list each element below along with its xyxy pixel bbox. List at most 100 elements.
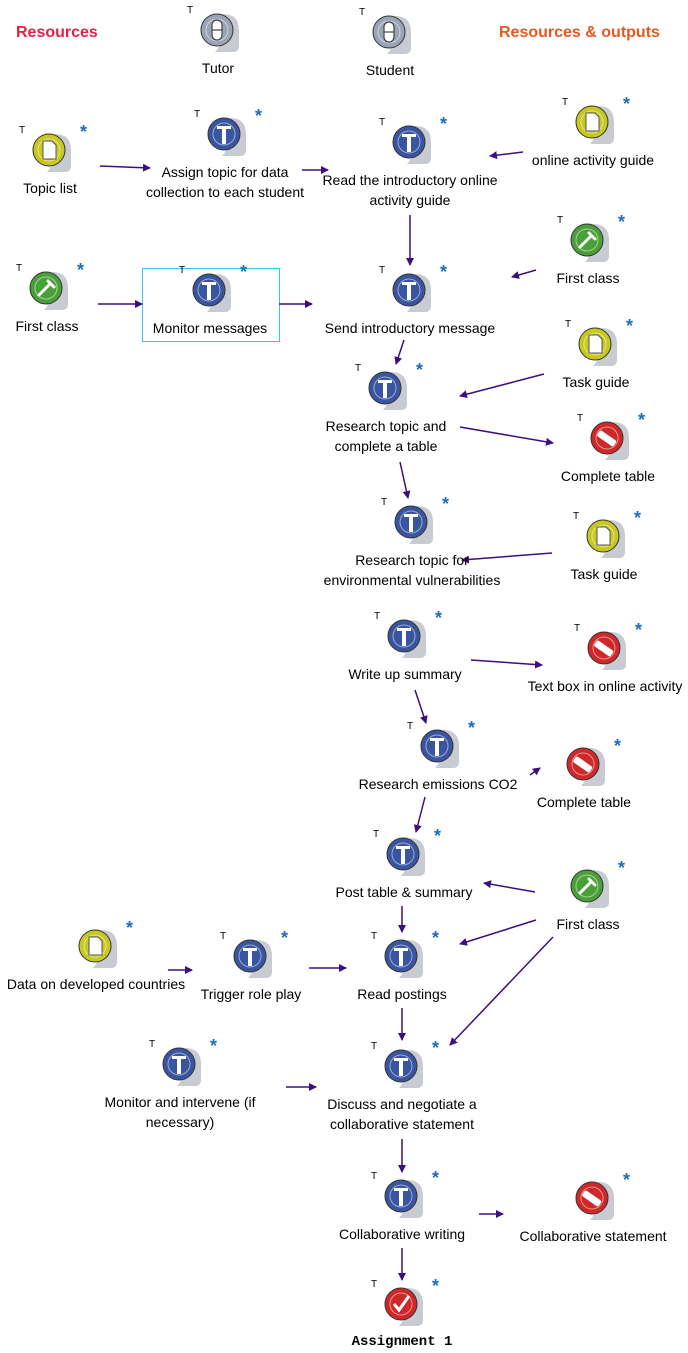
teacher-icon[interactable]: T* [355,360,423,412]
node-label: Complete table [560,468,656,484]
document-icon[interactable]: T* [19,122,87,174]
node-read-guide[interactable]: T*Read the introductory online activity … [320,114,500,210]
node-label: Task guide [562,374,630,390]
teacher-icon[interactable]: T* [220,928,288,980]
teacher-icon[interactable]: T* [379,262,447,314]
teacher-icon[interactable]: T* [371,1038,439,1090]
star-icon: * [76,260,84,280]
type-marker: T [562,97,569,108]
node-first-class-top[interactable]: T* First class [498,212,678,288]
node-task-guide-2[interactable]: T*Task guide [514,508,688,584]
node-research-table[interactable]: T*Research topic and complete a table [296,360,476,456]
tool-icon[interactable]: T* [557,212,625,264]
node-collab-writing[interactable]: T*Collaborative writing [312,1168,492,1244]
type-marker: T [379,117,386,128]
node-assign-topic[interactable]: T*Assign topic for data collection to ea… [135,106,315,202]
output-icon[interactable]: T* [574,620,642,672]
teacher-icon[interactable]: T* [381,494,449,546]
star-icon: * [431,928,439,948]
node-collab-statement[interactable]: * Collaborative statement [503,1170,683,1246]
node-send-intro[interactable]: T*Send introductory message [320,262,500,338]
assessment-icon[interactable]: T* [371,1276,439,1328]
arrow [414,689,428,724]
star-icon: * [439,114,447,134]
node-discuss[interactable]: T*Discuss and negotiate a collaborative … [312,1038,492,1134]
type-marker: T [371,931,378,942]
document-icon[interactable]: * [73,918,133,970]
node-first-class-left[interactable]: T* First class [0,260,137,336]
node-topic-list[interactable]: T*Topic list [0,122,140,198]
star-icon: * [622,94,630,114]
document-icon[interactable]: T* [565,316,633,368]
node-label: Student [365,62,415,78]
star-icon: * [125,918,133,938]
type-marker: T [373,829,380,840]
node-label: Text box in online activity [527,678,683,694]
type-marker: T [371,1171,378,1182]
node-data-developed[interactable]: *Data on developed countries [6,918,186,994]
node-online-guide[interactable]: T*online activity guide [503,94,683,170]
tool-icon[interactable]: T* [16,260,84,312]
teacher-icon[interactable]: T* [371,928,439,980]
tool-icon[interactable]: * [565,858,625,910]
teacher-icon[interactable]: T* [373,826,441,878]
teacher-icon[interactable]: T* [374,608,442,660]
node-monitor-messages[interactable]: T*Monitor messages [120,262,300,338]
arrow [511,269,537,279]
arrow [399,461,411,499]
output-icon[interactable]: * [570,1170,630,1222]
node-label: Research topic for environmental vulnera… [323,552,501,588]
node-student[interactable]: T Student [300,7,480,80]
node-research-env[interactable]: T* Research topic for environmental vulne… [322,494,502,590]
arrow [461,552,553,564]
node-label: Collaborative statement [519,1228,667,1244]
type-marker: T [220,931,227,942]
node-first-class-mid[interactable]: *First class [498,858,678,934]
teacher-icon[interactable]: T* [379,114,447,166]
type-marker: T [371,1279,378,1290]
node-label: Collaborative writing [338,1226,466,1242]
teacher-icon[interactable]: T* [179,262,247,314]
star-icon: * [280,928,288,948]
type-marker: T [574,623,581,634]
node-text-box[interactable]: T* Text box in online activity [515,620,688,696]
node-assignment-1[interactable]: T*Assignment 1 [312,1276,492,1352]
star-icon: * [239,262,247,282]
node-task-guide-1[interactable]: T* Task guide [506,316,686,392]
node-label: First class [556,270,620,286]
teacher-icon[interactable]: T* [407,718,475,770]
star-icon: * [617,212,625,232]
output-icon[interactable]: T* [577,410,645,462]
node-complete-table-2[interactable]: *Complete table [494,736,674,812]
node-post-table[interactable]: T*Post table & summary [314,826,494,902]
node-write-summary[interactable]: T* Write up summary [315,608,495,684]
star-icon: * [441,494,449,514]
role-icon[interactable]: T [359,7,413,56]
node-label: First class [15,318,79,334]
output-icon[interactable]: * [561,736,621,788]
node-trigger-role[interactable]: T*Trigger role play [161,928,341,1004]
node-label: Write up summary [348,666,462,682]
star-icon: * [431,1168,439,1188]
node-label: online activity guide [531,152,655,168]
teacher-icon[interactable]: T* [194,106,262,158]
node-research-co2[interactable]: T* Research emissions CO2 [348,718,528,794]
role-icon[interactable]: T [187,5,241,54]
star-icon: * [625,316,633,336]
node-read-postings[interactable]: T*Read postings [312,928,492,1004]
arrow [99,163,151,172]
type-marker: T [359,7,366,18]
teacher-icon[interactable]: T* [149,1036,217,1088]
header-resources-outputs: Resources & outputs [499,24,660,41]
teacher-icon[interactable]: T* [371,1168,439,1220]
arrow [413,796,426,833]
document-icon[interactable]: T* [573,508,641,560]
node-label: Research emissions CO2 [358,776,518,792]
node-complete-table-1[interactable]: T* Complete table [518,410,688,486]
node-monitor-intervene[interactable]: T*Monitor and intervene (if necessary) [90,1036,270,1132]
star-icon: * [433,826,441,846]
star-icon: * [415,360,423,380]
node-label: Trigger role play [200,986,302,1002]
document-icon[interactable]: T* [562,94,630,146]
